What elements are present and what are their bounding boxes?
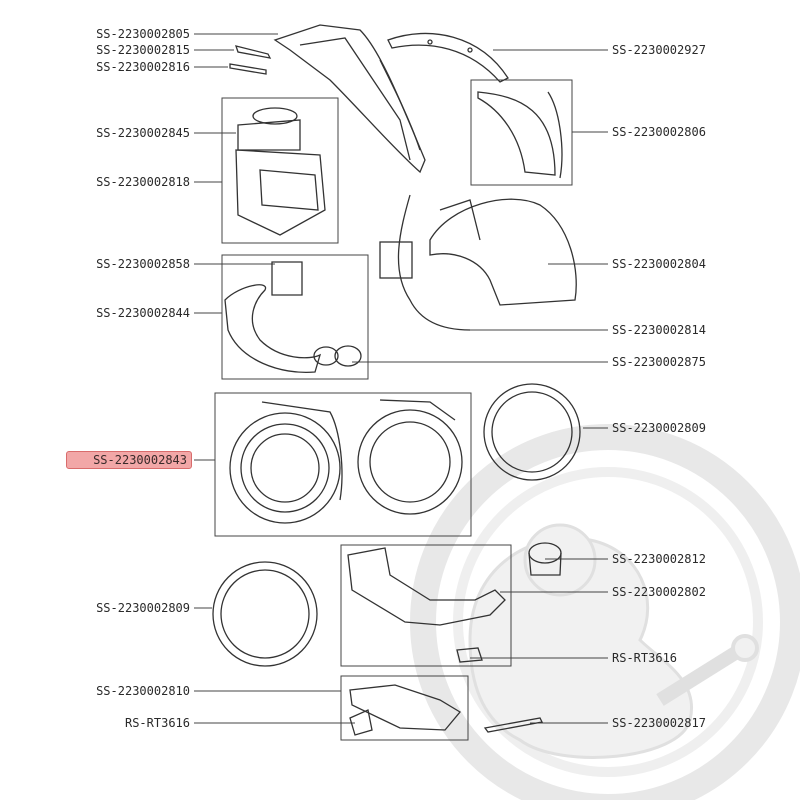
label-rs-rt3616-left[interactable]: RS-RT3616: [124, 716, 190, 730]
label-ss-2230002809-right[interactable]: SS-2230002809: [612, 421, 706, 435]
group-boxes: [214, 79, 573, 741]
label-ss-2230002816[interactable]: SS-2230002816: [96, 60, 190, 74]
label-ss-2230002858[interactable]: SS-2230002858: [96, 257, 190, 271]
part-handle: [273, 24, 426, 174]
part-drawings: [212, 24, 581, 736]
label-ss-2230002802[interactable]: SS-2230002802: [612, 585, 706, 599]
label-ss-2230002875[interactable]: SS-2230002875: [612, 355, 706, 369]
label-ss-2230002927[interactable]: SS-2230002927: [612, 43, 706, 57]
label-ss-2230002805[interactable]: SS-2230002805: [96, 27, 190, 41]
label-ss-2230002815[interactable]: SS-2230002815: [96, 43, 190, 57]
label-ss-2230002817[interactable]: SS-2230002817: [612, 716, 706, 730]
label-ss-2230002814[interactable]: SS-2230002814: [612, 323, 706, 337]
label-ss-2230002818[interactable]: SS-2230002818: [96, 175, 190, 189]
label-ss-2230002844[interactable]: SS-2230002844: [96, 306, 190, 320]
label-ss-2230002812[interactable]: SS-2230002812: [612, 552, 706, 566]
label-ss-2230002804[interactable]: SS-2230002804: [612, 257, 706, 271]
watermark-logo: [410, 424, 800, 804]
label-ss-2230002845[interactable]: SS-2230002845: [96, 126, 190, 140]
leader-lines: [194, 33, 608, 724]
label-ss-2230002806[interactable]: SS-2230002806: [612, 125, 706, 139]
label-ss-2230002843-highlighted[interactable]: SS-2230002843: [66, 451, 192, 469]
label-rs-rt3616-right[interactable]: RS-RT3616: [612, 651, 678, 665]
label-ss-2230002810[interactable]: SS-2230002810: [96, 684, 190, 698]
label-ss-2230002809-left[interactable]: SS-2230002809: [96, 601, 190, 615]
